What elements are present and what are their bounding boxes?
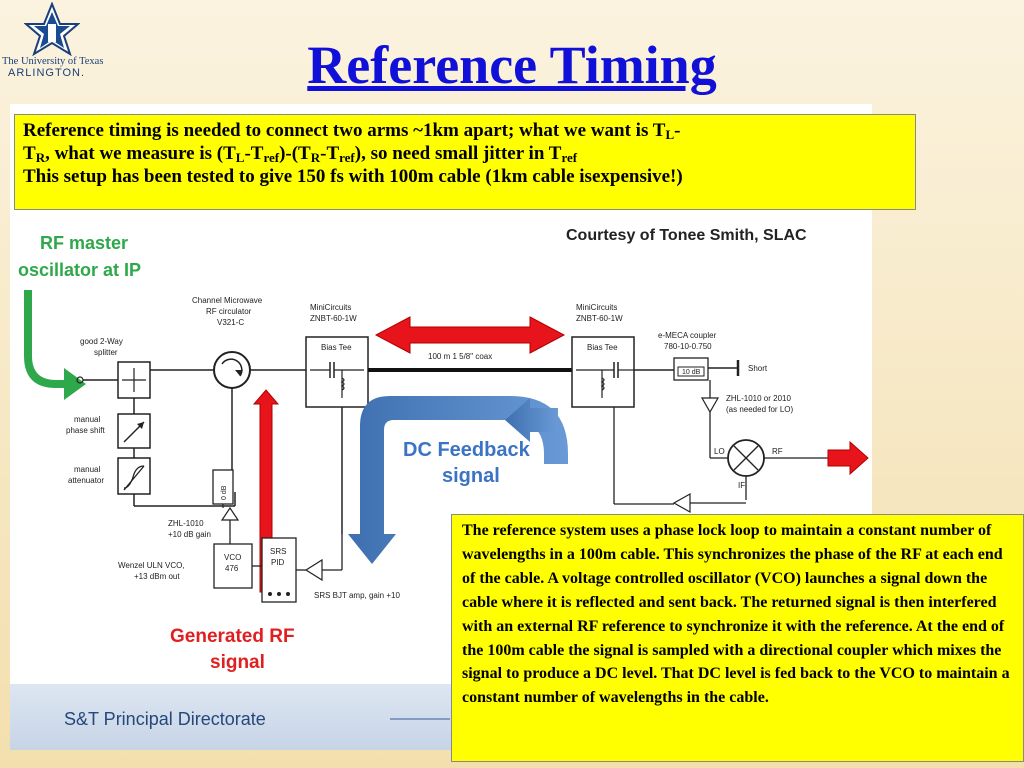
- courtesy-label: Courtesy of Tonee Smith, SLAC: [566, 227, 807, 244]
- coupler-db-label: 10 dB: [682, 369, 701, 376]
- vco-label-2: 476: [225, 564, 239, 573]
- coax-label: 100 m 1 5/8" coax: [428, 352, 492, 361]
- svg-text:0 dB: 0 dB: [221, 485, 228, 500]
- bias-tee-left-label: Bias Tee: [321, 343, 352, 352]
- top-callout-text-1: Reference timing is needed to connect tw…: [23, 120, 666, 141]
- lo-label: LO: [714, 447, 725, 456]
- university-logo: The University of Texas ARLINGTON.: [0, 0, 104, 84]
- rf-output-arrow: [827, 440, 869, 476]
- phase-label-1: manual: [74, 415, 100, 424]
- phase-label-2: phase shift: [66, 426, 105, 435]
- vco-label-1: VCO: [224, 553, 241, 562]
- splitter-label-2: splitter: [94, 348, 118, 357]
- top-callout-t: T: [23, 143, 36, 164]
- srs-amp-label: SRS BJT amp, gain +10: [314, 591, 400, 600]
- atten-label-1: manual: [74, 465, 100, 474]
- srs-label-1: SRS: [270, 547, 286, 556]
- dc-feedback-label-2: signal: [442, 465, 500, 487]
- subscript-l-2: L: [235, 150, 245, 165]
- circulator-label-3: V321-C: [217, 318, 244, 327]
- zhl-right-label-2: (as needed for LO): [726, 405, 793, 414]
- subscript-l: L: [665, 127, 675, 142]
- srs-bjt-amplifier: [304, 558, 323, 582]
- top-callout-text-3: -T: [244, 143, 264, 164]
- rf-master-label-1: RF master: [40, 233, 128, 253]
- if-label: IF: [738, 481, 745, 490]
- subscript-ref-3: ref: [561, 150, 578, 165]
- bias-tee-right-label: Bias Tee: [587, 343, 618, 352]
- top-callout-text-7: This setup has been tested to give 150 f…: [23, 166, 683, 187]
- coupler-label-1: e-MECA coupler: [658, 331, 717, 340]
- if-amplifier: [672, 492, 691, 514]
- footer-text: S&T Principal Directorate: [64, 709, 266, 729]
- cable-length-double-arrow: [374, 316, 566, 354]
- mc-right-label-1: MiniCircuits: [576, 303, 617, 312]
- mc-left-label-1: MiniCircuits: [310, 303, 351, 312]
- top-callout: Reference timing is needed to connect tw…: [14, 114, 916, 210]
- top-callout-text-6: ), so need small jitter in T: [354, 143, 562, 164]
- circuit-diagram: Courtesy of Tonee Smith, SLAC RF master …: [18, 227, 869, 720]
- coupler-label-2: 780-10-0.750: [664, 342, 712, 351]
- mc-left-label-2: ZNBT-60-1W: [310, 314, 357, 323]
- bottom-callout: The reference system uses a phase lock l…: [451, 514, 1024, 762]
- logo-line-1: The University of Texas: [2, 56, 104, 67]
- logo-line-2: ARLINGTON.: [8, 67, 86, 79]
- rf-master-label-2: oscillator at IP: [18, 260, 141, 280]
- top-callout-text-2: , what we measure is (T: [45, 143, 236, 164]
- srs-pid-block: [261, 537, 297, 603]
- bias-tee-right: [571, 336, 635, 408]
- generated-rf-label-2: signal: [210, 652, 265, 673]
- rf-circulator: [213, 351, 251, 389]
- circulator-label-2: RF circulator: [206, 307, 252, 316]
- top-callout-text-5: -T: [320, 143, 340, 164]
- atten-label-2: attenuator: [68, 476, 104, 485]
- srs-label-2: PID: [271, 558, 285, 567]
- bias-tee-left: [305, 336, 369, 408]
- ut-arlington-star-icon: [24, 2, 80, 56]
- generated-rf-label-1: Generated RF: [170, 626, 295, 647]
- subscript-r-2: R: [310, 150, 321, 165]
- zhl-left-label-1: ZHL-1010: [168, 519, 204, 528]
- rf-label: RF: [772, 447, 783, 456]
- mc-right-label-2: ZNBT-60-1W: [576, 314, 623, 323]
- zhl-left-label-2: +10 dB gain: [168, 530, 211, 539]
- subscript-ref-2: ref: [339, 150, 355, 165]
- wenzel-label-2: +13 dBm out: [134, 572, 180, 581]
- subscript-ref-1: ref: [263, 150, 280, 165]
- short-label: Short: [748, 364, 768, 373]
- slide-title: Reference Timing: [307, 35, 717, 95]
- top-callout-text-4: )-(T: [279, 143, 311, 164]
- zhl-right-amplifier: [700, 397, 720, 414]
- top-callout-dash: -: [674, 120, 681, 141]
- splitter-label-1: good 2-Way: [80, 337, 123, 346]
- subscript-r: R: [35, 150, 46, 165]
- zhl-right-label-1: ZHL-1010 or 2010: [726, 394, 791, 403]
- circulator-label-1: Channel Microwave: [192, 296, 263, 305]
- rf-input-arrow: [24, 290, 86, 400]
- zhl-left-amplifier: [220, 506, 240, 521]
- dc-feedback-label-1: DC Feedback: [403, 439, 531, 461]
- wenzel-label-1: Wenzel ULN VCO,: [118, 561, 185, 570]
